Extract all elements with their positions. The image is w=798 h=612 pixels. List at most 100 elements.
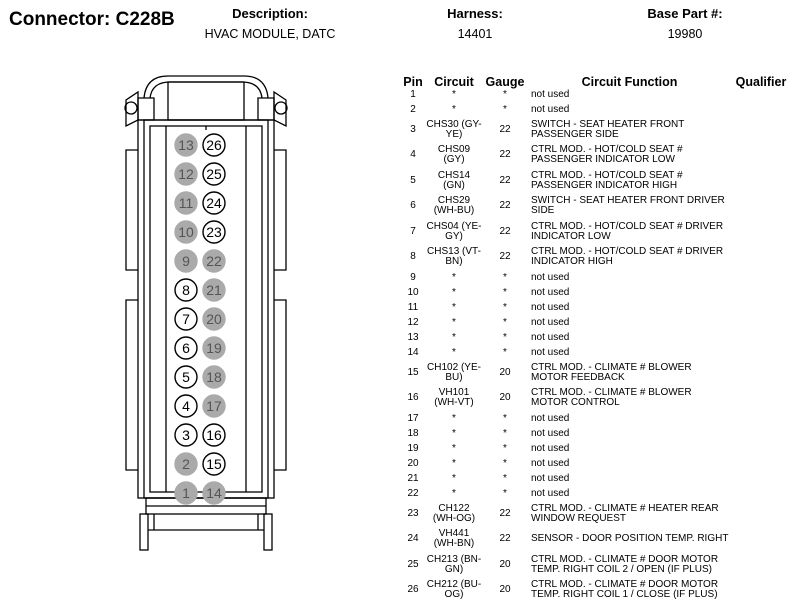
- pin-cell: 9: [410, 271, 416, 283]
- circuit-cell: *: [452, 301, 456, 313]
- qualifier-cell: [731, 285, 791, 300]
- base-part-block: Base Part #: 19980: [615, 6, 755, 41]
- gauge-cell: *: [503, 316, 507, 328]
- connector-pin-label: 18: [206, 369, 222, 385]
- connector-pin-5: [174, 365, 198, 389]
- pin-cell: 25: [407, 558, 419, 570]
- qualifier-cell: [731, 194, 791, 220]
- function-cell: CTRL MOD. - HOT/COLD SEAT # DRIVER INDIC…: [531, 246, 724, 268]
- function-cell: not used: [531, 412, 570, 424]
- circuit-cell: *: [452, 472, 456, 484]
- function-cell: not used: [531, 316, 570, 328]
- harness-value: 14401: [457, 27, 493, 41]
- gauge-cell: *: [503, 487, 507, 499]
- table-row: 2**not used: [400, 102, 791, 117]
- connector-pin-label: 6: [182, 340, 190, 356]
- table-row: 13**not used: [400, 330, 791, 345]
- col-circuit: Circuit: [434, 75, 474, 89]
- qualifier-cell: [731, 486, 791, 501]
- connector-pin-10: [174, 220, 198, 244]
- col-circuit-function: Circuit Function: [581, 75, 678, 89]
- connector-pin-label: 4: [182, 398, 190, 414]
- pin-cell: 6: [410, 200, 416, 212]
- function-cell: not used: [531, 442, 570, 454]
- qualifier-cell: [731, 578, 791, 604]
- gauge-cell: 22: [499, 174, 511, 186]
- pin-cell: 15: [407, 366, 419, 378]
- connector-pin-label: 23: [206, 224, 222, 240]
- gauge-cell: *: [503, 103, 507, 115]
- gauge-cell: 20: [499, 366, 511, 378]
- table-row: 19**not used: [400, 441, 791, 456]
- function-cell: CTRL MOD. - HOT/COLD SEAT # PASSENGER IN…: [531, 144, 683, 166]
- connector-pin-6: [174, 336, 198, 360]
- pin-cell: 12: [407, 316, 419, 328]
- pin-cell: 26: [407, 584, 419, 596]
- qualifier-cell: [731, 330, 791, 345]
- table-row: 10**not used: [400, 285, 791, 300]
- connector-pin-15: [202, 452, 226, 476]
- harness-block: Harness: 14401: [420, 6, 530, 41]
- connector-pin-label: 13: [178, 137, 194, 153]
- function-cell: not used: [531, 472, 570, 484]
- pin-cell: 2: [410, 103, 416, 115]
- connector-pin-label: 20: [206, 311, 222, 327]
- gauge-cell: *: [503, 472, 507, 484]
- pin-cell: 17: [407, 412, 419, 424]
- connector-pin-label: 3: [182, 427, 190, 443]
- qualifier-cell: [731, 270, 791, 285]
- connector-pin-label: 16: [206, 427, 222, 443]
- function-cell: not used: [531, 487, 570, 499]
- connector-pin-17: [202, 394, 226, 418]
- connector-pin-25: [202, 162, 226, 186]
- pin-cell: 13: [407, 331, 419, 343]
- connector-pin-label: 11: [179, 195, 194, 211]
- function-cell: SENSOR - DOOR POSITION TEMP. RIGHT: [531, 533, 729, 545]
- connector-pin-12: [174, 162, 198, 186]
- connector-pin-23: [202, 220, 226, 244]
- gauge-cell: 22: [499, 533, 511, 545]
- pin-cell: 18: [407, 427, 419, 439]
- function-cell: not used: [531, 331, 570, 343]
- qualifier-cell: [731, 168, 791, 194]
- connector-pin-label: 24: [206, 195, 222, 211]
- function-cell: not used: [531, 301, 570, 313]
- connector-pin-label: 22: [206, 253, 222, 269]
- qualifier-cell: [731, 501, 791, 527]
- circuit-cell: *: [452, 88, 456, 100]
- col-pin: Pin: [403, 75, 423, 89]
- connector-id: C228B: [115, 9, 175, 30]
- table-row: 22**not used: [400, 486, 791, 501]
- col-gauge: Gauge: [485, 75, 525, 89]
- circuit-cell: CH212 (BU-OG): [426, 579, 482, 601]
- circuit-cell: *: [452, 103, 456, 115]
- circuit-cell: *: [452, 412, 456, 424]
- function-cell: not used: [531, 271, 570, 283]
- connector-pin-26: [202, 133, 226, 157]
- circuit-cell: *: [452, 457, 456, 469]
- connector-pin-16: [202, 423, 226, 447]
- circuit-cell: CHS14 (GN): [437, 169, 471, 191]
- connector-pin-14: [202, 481, 226, 505]
- gauge-cell: 22: [499, 507, 511, 519]
- function-cell: CTRL MOD. - CLIMATE # DOOR MOTOR TEMP. R…: [531, 579, 719, 601]
- circuit-cell: *: [452, 316, 456, 328]
- connector-pin-label: 10: [178, 224, 194, 240]
- circuit-cell: *: [452, 286, 456, 298]
- connector-pin-18: [202, 365, 226, 389]
- connector-pin-24: [202, 191, 226, 215]
- pin-cell: 24: [407, 533, 419, 545]
- connector-pin-20: [202, 307, 226, 331]
- function-cell: CTRL MOD. - CLIMATE # BLOWER MOTOR FEEDB…: [531, 361, 692, 383]
- gauge-cell: 22: [499, 251, 511, 263]
- circuit-cell: *: [452, 442, 456, 454]
- table-row: 9**not used: [400, 270, 791, 285]
- gauge-cell: *: [503, 286, 507, 298]
- pin-cell: 22: [407, 487, 419, 499]
- pin-cell: 21: [407, 472, 419, 484]
- connector-pin-1: [174, 481, 198, 505]
- connector-pin-label: 9: [182, 253, 190, 269]
